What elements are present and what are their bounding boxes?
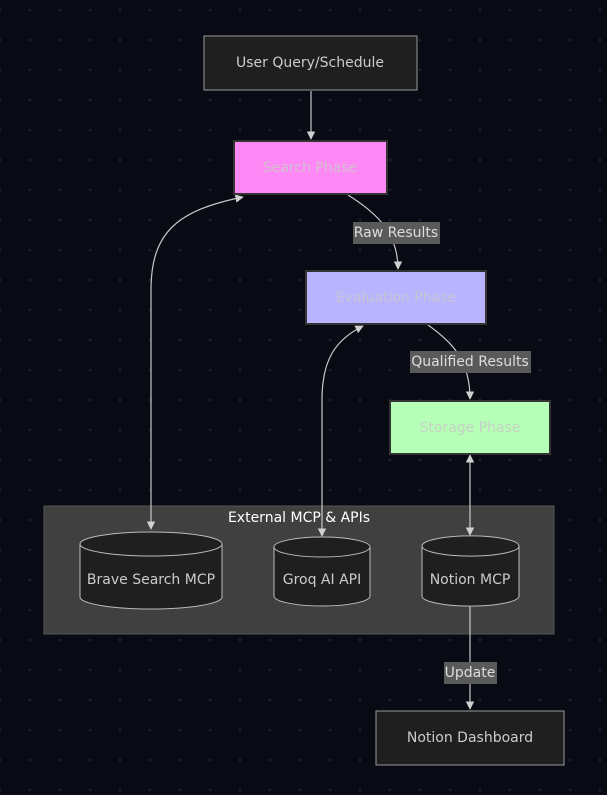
edge-label-text: Raw Results	[354, 225, 438, 241]
edge-label-background	[444, 662, 497, 684]
edge-label-background	[353, 222, 440, 244]
node-groq-ai-api[interactable]: Groq AI API	[273, 536, 371, 607]
cluster-title: External MCP & APIs	[228, 510, 370, 526]
node-box	[233, 140, 388, 195]
node-search-phase[interactable]: Search Phase	[233, 140, 388, 195]
node-label: Notion MCP	[430, 572, 511, 588]
node-label: Evaluation Phase	[336, 290, 456, 306]
cylinder-top	[273, 546, 371, 558]
node-box	[305, 270, 487, 325]
node-label: User Query/Schedule	[236, 55, 384, 71]
node-evaluation-phase[interactable]: Evaluation Phase	[305, 270, 487, 325]
edge-evaluation-groq	[317, 325, 364, 537]
edge-search-brave	[146, 194, 244, 530]
edge-label-background	[410, 351, 531, 373]
node-label: Notion Dashboard	[407, 730, 533, 746]
cylinder-body	[79, 531, 223, 610]
cylinder-body	[273, 536, 371, 607]
node-label: Groq AI API	[283, 572, 362, 588]
edge-label-update: Update	[444, 662, 497, 684]
node-label: Search Phase	[263, 160, 357, 176]
node-label: Storage Phase	[419, 420, 520, 436]
edge-label-qualified-results: Qualified Results	[410, 351, 531, 373]
node-box	[203, 35, 418, 91]
cylinder-top	[421, 545, 520, 557]
node-box	[375, 710, 565, 766]
node-user-query[interactable]: User Query/Schedule	[203, 35, 418, 91]
edge-label-raw-results: Raw Results	[353, 222, 440, 244]
edge-label-text: Update	[445, 665, 496, 681]
cylinder-body	[421, 535, 520, 607]
node-notion-dashboard[interactable]: Notion Dashboard	[375, 710, 565, 766]
node-brave-search-mcp[interactable]: Brave Search MCP	[79, 531, 223, 610]
node-label: Brave Search MCP	[87, 572, 215, 588]
node-box	[389, 400, 551, 455]
node-storage-phase[interactable]: Storage Phase	[389, 400, 551, 455]
cylinder-top	[79, 543, 223, 557]
node-notion-mcp[interactable]: Notion MCP	[421, 535, 520, 607]
edge-label-text: Qualified Results	[411, 354, 529, 370]
